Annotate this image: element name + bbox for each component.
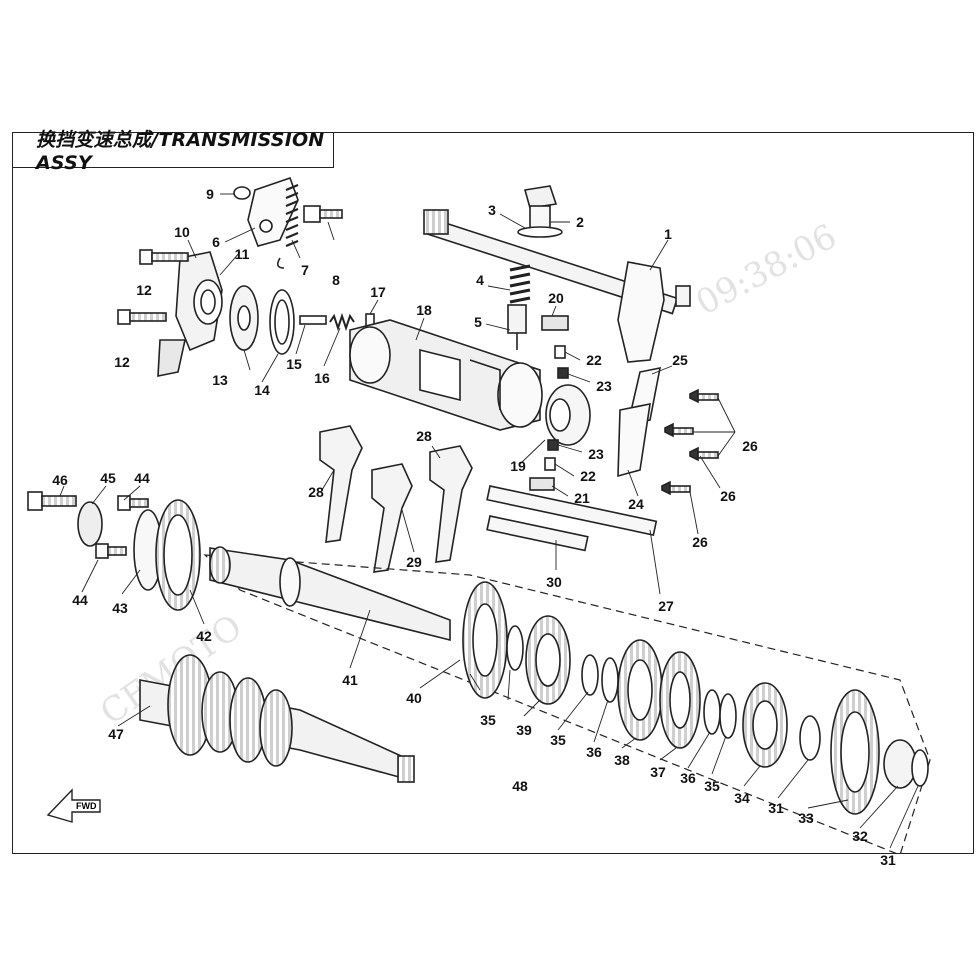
callout-37: 37 (650, 764, 666, 780)
callout-35-a: 35 (480, 712, 496, 728)
callout-11: 11 (234, 246, 250, 262)
callout-35-c: 35 (704, 778, 720, 794)
fwd-label: FWD (76, 801, 97, 811)
bolts-12 (117, 249, 189, 325)
callout-32: 32 (852, 828, 868, 844)
callout-2: 2 (576, 214, 584, 230)
callout-8: 8 (332, 272, 340, 288)
callout-12-bottom: 12 (114, 354, 130, 370)
spring-16 (329, 312, 355, 332)
callout-44-bottom: 44 (72, 592, 88, 608)
callout-27: 27 (658, 598, 674, 614)
callout-5: 5 (474, 314, 482, 330)
callout-44-top: 44 (134, 470, 150, 486)
callout-28-left: 28 (308, 484, 324, 500)
callout-45: 45 (100, 470, 116, 486)
callout-46: 46 (52, 472, 68, 488)
callout-40: 40 (406, 690, 422, 706)
callout-25: 25 (672, 352, 688, 368)
callout-43: 43 (112, 600, 128, 616)
shift-drum (349, 319, 543, 431)
callout-24: 24 (628, 496, 644, 512)
output-shaft (209, 546, 451, 642)
segment-plates (617, 366, 662, 478)
callout-36-b: 36 (680, 770, 696, 786)
shift-shaft (423, 209, 691, 363)
pin-22a (554, 345, 566, 359)
callout-20: 20 (548, 290, 564, 306)
callout-26-b: 26 (720, 488, 736, 504)
callout-16: 16 (314, 370, 330, 386)
callout-30: 30 (546, 574, 562, 590)
page-title: 换挡变速总成/TRANSMISSION ASSY (36, 129, 325, 174)
cam-plate (229, 285, 295, 355)
callout-21: 21 (574, 490, 590, 506)
callout-10: 10 (174, 224, 190, 240)
title-box: 换挡变速总成/TRANSMISSION ASSY (12, 129, 334, 174)
callout-31-b: 31 (880, 852, 896, 868)
screws-26 (661, 388, 719, 496)
callout-22-bottom: 22 (580, 468, 596, 484)
callout-23-top: 23 (596, 378, 612, 394)
callout-39: 39 (516, 722, 532, 738)
callout-29: 29 (406, 554, 422, 570)
callout-13: 13 (212, 372, 228, 388)
fork-shaft-30 (486, 515, 589, 552)
callout-26-a: 26 (742, 438, 758, 454)
spring-23a (557, 367, 569, 379)
callout-18: 18 (416, 302, 432, 318)
fork-shaft-27 (486, 485, 658, 536)
pin-22b (544, 457, 556, 471)
shift-cam (545, 384, 591, 446)
callout-28-right: 28 (416, 428, 432, 444)
sprocket-assembly (27, 491, 201, 611)
callout-38: 38 (614, 752, 630, 768)
diagram-frame (12, 132, 974, 854)
callout-33: 33 (798, 810, 814, 826)
callout-17: 17 (370, 284, 386, 300)
callout-19: 19 (510, 458, 526, 474)
block-21 (529, 477, 555, 491)
washer-9 (233, 186, 251, 200)
callout-4: 4 (476, 272, 484, 288)
plug-bolt (517, 185, 563, 238)
callout-1: 1 (664, 226, 672, 242)
callout-23-bottom: 23 (588, 446, 604, 462)
callout-3: 3 (488, 202, 496, 218)
output-shaft-group-outline (203, 554, 931, 856)
callout-22-top: 22 (586, 352, 602, 368)
callout-12-top: 12 (136, 282, 152, 298)
main-shaft (139, 654, 415, 783)
detent-spring (507, 264, 531, 350)
fwd-arrow-icon (46, 788, 101, 823)
callout-31-a: 31 (768, 800, 784, 816)
spring-23b (547, 439, 559, 451)
leader-lines (59, 193, 919, 849)
block-20 (541, 315, 569, 331)
callout-36-a: 36 (586, 744, 602, 760)
callout-26-c: 26 (692, 534, 708, 550)
callout-41: 41 (342, 672, 358, 688)
callout-15: 15 (286, 356, 302, 372)
callout-47: 47 (108, 726, 124, 742)
pin-15 (299, 315, 327, 325)
callout-42: 42 (196, 628, 212, 644)
stopper-plate (247, 176, 299, 269)
callout-34: 34 (734, 790, 750, 806)
bolt-8 (303, 205, 343, 223)
callout-35-b: 35 (550, 732, 566, 748)
callout-48: 48 (512, 778, 528, 794)
bearing-housing (157, 251, 223, 377)
callout-14: 14 (254, 382, 270, 398)
output-gears (462, 581, 929, 815)
callout-6: 6 (212, 234, 220, 250)
callout-9: 9 (206, 186, 214, 202)
shift-forks (319, 425, 473, 573)
callout-7: 7 (301, 262, 309, 278)
